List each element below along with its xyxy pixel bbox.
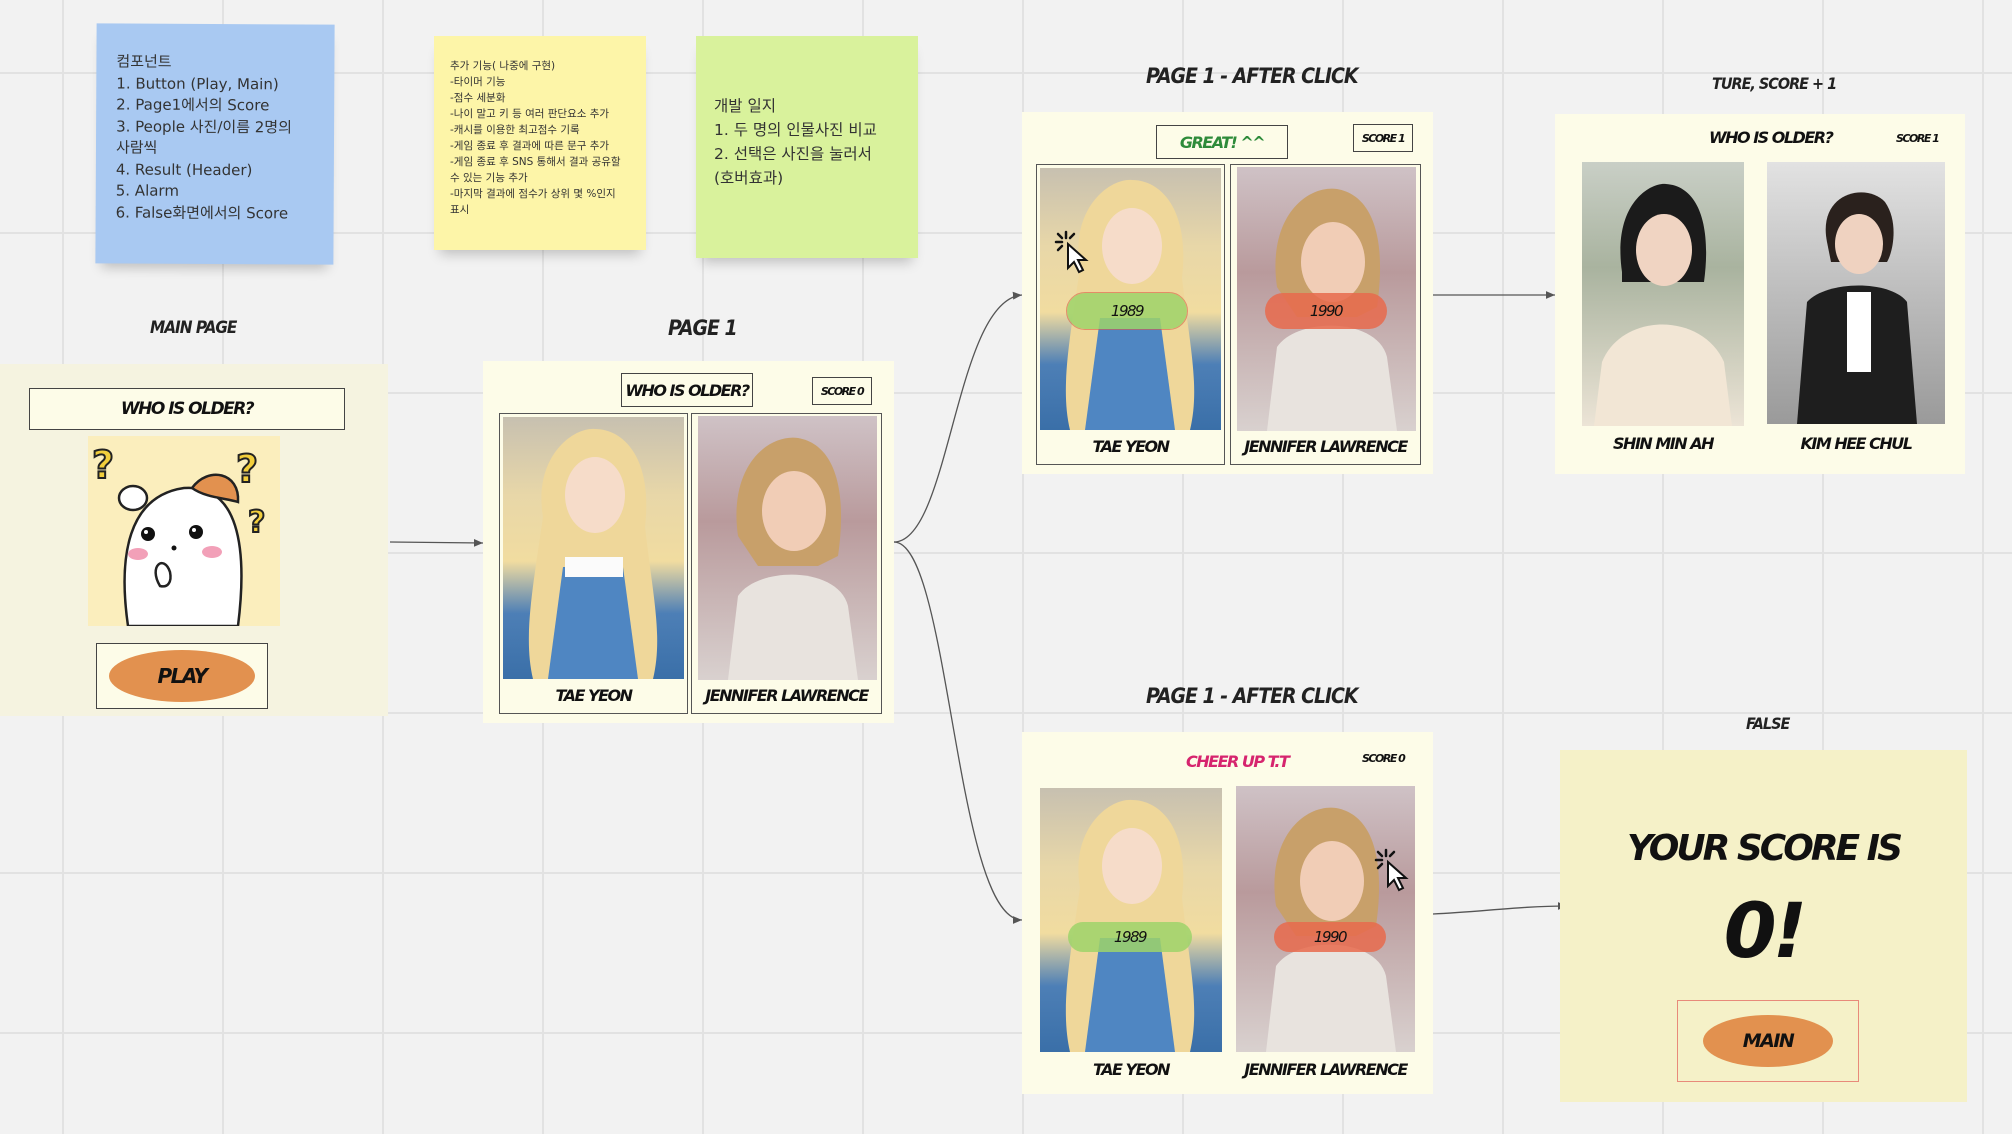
year-badge-right: 1990 [1265, 293, 1387, 329]
sticky-line: 수 있는 기능 추가 [450, 172, 528, 184]
sticky-line: 1. 두 명의 인물사진 비교 [714, 121, 877, 139]
play-button-wrap[interactable]: PLAY [96, 643, 268, 709]
sticky-line: -점수 세분화 [450, 92, 506, 104]
play-button[interactable]: PLAY [109, 650, 255, 702]
sticky-line: -나이 말고 키 등 여러 판단요소 추가 [450, 108, 610, 120]
person-name-right: KIM HEE CHUL [1800, 434, 1913, 453]
sticky-dev-log[interactable]: 개발 일지 1. 두 명의 인물사진 비교 2. 선택은 사진을 눌러서 (호버… [696, 36, 918, 258]
person-name-right: JENNIFER LAWRENCE [1244, 437, 1408, 456]
year-badge-left-text: 1989 [1113, 928, 1148, 946]
person-card-right[interactable]: JENNIFER LAWRENCE [691, 413, 882, 714]
sticky-line: -캐시를 이용한 최고점수 기록 [450, 124, 580, 136]
sticky-line: -마지막 결과에 점수가 상위 몇 %인지 [450, 188, 616, 200]
play-button-label: PLAY [157, 664, 208, 688]
person-photo-left[interactable] [503, 417, 684, 679]
page1-frame[interactable]: WHO IS OLDER? SCORE 0 TAE YEON JENNIFER … [483, 361, 894, 723]
svg-text:?: ? [236, 447, 258, 491]
after-true-result-text: GREAT! ^^ [1179, 132, 1266, 152]
true-page-frame[interactable]: WHO IS OLDER? SCORE 1 SHIN MIN AH KIM HE… [1555, 114, 1965, 474]
sticky-line: 6. False화면에서의 Score [115, 202, 289, 222]
person-name-left: TAE YEON [1092, 1060, 1171, 1079]
sticky-line: 1. Button (Play, Main) [116, 73, 279, 93]
sticky-line: 컴포넌트 [116, 52, 172, 71]
frame-title-main: MAIN PAGE [150, 318, 237, 338]
main-header: WHO IS OLDER? [29, 388, 345, 430]
sticky-line: 표시 [450, 204, 470, 216]
sticky-line: (호버효과) [714, 169, 784, 187]
sticky-line: 추가 기능( 나중에 구현) [450, 60, 556, 72]
sticky-line: -타이머 기능 [450, 76, 506, 88]
after-true-result: GREAT! ^^ [1156, 125, 1288, 159]
after-false-frame[interactable]: CHEER UP T.T SCORE 0 1989 TAE YEON 1990 … [1022, 732, 1433, 1094]
hamster-question-icon: ? ? ? [88, 436, 280, 628]
person-photo-left[interactable] [1040, 788, 1222, 1052]
frame-title-after-false: PAGE 1 - AFTER CLICK [1146, 684, 1359, 708]
false-score-line: YOUR SCORE IS [1627, 828, 1903, 869]
after-true-score-text: SCORE 1 [1361, 131, 1406, 145]
after-false-result: CHEER UP T.T [1186, 752, 1290, 771]
person-photo-right[interactable] [1767, 162, 1945, 424]
after-true-frame[interactable]: GREAT! ^^ SCORE 1 1989 TAE YEON [1022, 112, 1433, 474]
connector-page1-to-false [893, 541, 1023, 924]
frame-title-false: FALSE [1746, 714, 1790, 733]
year-badge-left: 1989 [1066, 292, 1188, 330]
page1-header-text: WHO IS OLDER? [625, 380, 750, 400]
year-badge-left: 1989 [1068, 922, 1192, 952]
person-photo-left[interactable] [1582, 162, 1744, 426]
person-card-right[interactable]: 1990 JENNIFER LAWRENCE [1230, 164, 1421, 465]
svg-text:?: ? [248, 505, 265, 540]
sticky-extra-features[interactable]: 추가 기능( 나중에 구현) -타이머 기능 -점수 세분화 -나이 말고 키 … [434, 36, 646, 250]
after-true-score: SCORE 1 [1353, 124, 1413, 152]
person-name-left: TAE YEON [555, 686, 633, 705]
sticky-line: -게임 종료 후 SNS 통해서 결과 공유할 [450, 156, 621, 168]
main-button-label: MAIN [1742, 1030, 1795, 1052]
sticky-line: -게임 종료 후 결과에 따른 문구 추가 [450, 140, 610, 152]
person-card-left[interactable]: TAE YEON [499, 413, 688, 714]
sticky-line: 2. Page1에서의 Score [116, 95, 270, 115]
connector-page1-to-true [893, 291, 1023, 543]
frame-title-after-true: PAGE 1 - AFTER CLICK [1146, 64, 1359, 88]
svg-text:?: ? [92, 443, 114, 487]
person-name-right: JENNIFER LAWRENCE [705, 686, 869, 705]
sticky-components[interactable]: 컴포넌트 1. Button (Play, Main) 2. Page1에서의 … [95, 23, 335, 265]
frame-title-page1: PAGE 1 [668, 316, 738, 340]
person-name-right: JENNIFER LAWRENCE [1244, 1060, 1408, 1079]
connector-main-to-page1 [389, 539, 484, 547]
main-button[interactable]: MAIN [1703, 1015, 1833, 1067]
person-card-left[interactable]: 1989 TAE YEON [1036, 164, 1225, 465]
year-badge-right-text: 1990 [1309, 302, 1344, 320]
cursor-click-icon [1054, 230, 1089, 274]
person-name-left: TAE YEON [1092, 437, 1170, 456]
false-score-value: 0! [1723, 886, 1808, 975]
cursor-click-icon [1374, 848, 1409, 892]
sticky-line: 2. 선택은 사진을 눌러서 [714, 145, 872, 163]
page1-score: SCORE 0 [812, 377, 872, 405]
person-photo-right[interactable] [1236, 786, 1415, 1052]
person-photo-right[interactable] [698, 416, 877, 680]
main-button-wrap[interactable]: MAIN [1677, 1000, 1859, 1082]
connector-after-false-to-false-page [1432, 902, 1568, 915]
sticky-line: 사람씩 [115, 138, 158, 157]
sticky-line: 5. Alarm [115, 181, 180, 200]
true-page-score: SCORE 1 [1896, 132, 1940, 145]
main-header-text: WHO IS OLDER? [120, 399, 255, 419]
false-page-frame[interactable]: YOUR SCORE IS 0! MAIN [1560, 750, 1967, 1102]
year-badge-right-text: 1990 [1313, 928, 1348, 946]
year-badge-left-text: 1989 [1110, 302, 1145, 320]
main-page-frame[interactable]: WHO IS OLDER? ? ? ? PLAY [0, 364, 388, 716]
person-name-left: SHIN MIN AH [1613, 434, 1714, 453]
sticky-line: 개발 일지 [714, 97, 776, 115]
year-badge-right: 1990 [1274, 922, 1386, 952]
page1-header: WHO IS OLDER? [621, 373, 753, 407]
page1-score-text: SCORE 0 [820, 384, 865, 398]
after-false-score: SCORE 0 [1362, 752, 1406, 765]
sticky-line: 4. Result (Header) [115, 159, 253, 179]
sticky-line: 3. People 사진/이름 2명의 [116, 116, 292, 136]
true-page-header: WHO IS OLDER? [1709, 128, 1834, 147]
frame-title-true: TURE, SCORE + 1 [1712, 74, 1837, 93]
